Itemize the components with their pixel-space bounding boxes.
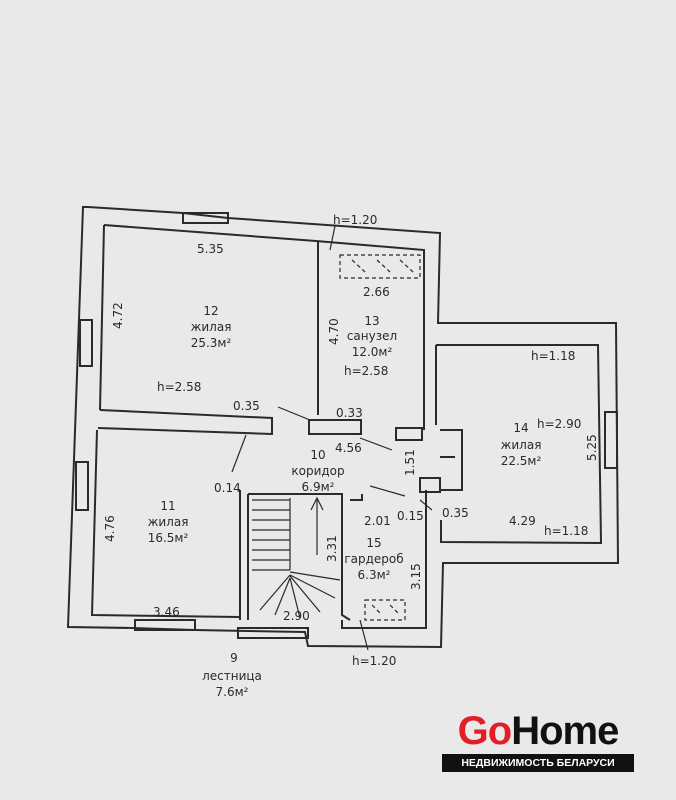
room-13-name: санузел [346,329,398,343]
window [604,411,618,469]
room-13-area: 12.0м² [351,345,393,359]
logo-home: Home [511,709,619,753]
ceiling-height-label: h=2.58 [344,364,389,378]
room-12-area: 25.3м² [190,336,232,350]
ceiling-height-label: h=1.20 [333,213,378,227]
window [134,619,196,631]
room-15-number: 15 [366,536,382,550]
dimension-label: 0.35 [442,506,469,520]
dimension-label: 0.33 [336,406,363,420]
dimension-label: 2.90 [283,609,310,623]
window [182,212,229,224]
sanitary-fixtures [339,254,421,279]
logo-wordmark: GoHome [442,710,634,752]
dimension-label: 4.76 [103,515,117,542]
room-10-number: 10 [310,448,326,462]
dimension-label: 4.56 [335,441,362,455]
room-11-number: 11 [160,499,176,513]
partition-12-11 [97,409,273,436]
dimension-label: 0.14 [214,481,241,495]
dimension-label: 5.35 [197,242,224,256]
wardrobe-fixtures [364,599,406,621]
stair-treads [252,498,341,619]
stair-walls [239,490,363,621]
dimension-label: 4.29 [509,514,536,528]
dimension-label: 4.72 [111,302,125,329]
room-13-number: 13 [364,314,380,328]
logo-go: Go [457,709,513,753]
room-9-area: 7.6м² [215,685,249,699]
ceiling-height-label: h=1.20 [352,654,397,668]
room-14-name: жилая [500,438,542,452]
leader-line [231,225,433,651]
wardrobe-walls [341,490,427,629]
room-11-area: 16.5м² [147,531,189,545]
window [75,461,89,511]
ceiling-height-label: h=2.90 [537,417,582,431]
logo-tagline: НЕДВИЖИМОСТЬ БЕЛАРУСИ [442,754,634,772]
room-14-walls [436,344,603,545]
room-10-name: коридор [291,464,345,478]
room-14-number: 14 [513,421,529,435]
room-11-name: жилая [147,515,189,529]
dimension-label: 3.15 [409,563,423,590]
partition-block [419,477,441,493]
outer-wall [66,206,620,649]
ceiling-height-label: h=2.58 [157,380,202,394]
room-12-name: жилая [190,320,232,334]
room-15-area: 6.3м² [357,568,391,582]
partition-block [308,419,362,435]
room-9-number: 9 [230,651,238,665]
room-12-number: 12 [203,304,219,318]
room-10-area: 6.9м² [301,480,335,494]
door [440,429,463,491]
stair-arrow [310,496,324,555]
dimension-label: 4.70 [327,318,341,345]
dimension-label: 5.25 [585,434,599,461]
dimension-label: 1.51 [403,449,417,476]
ceiling-height-label: h=1.18 [544,524,589,538]
window [237,627,309,639]
dimension-label: 2.01 [364,514,391,528]
partition-block [395,427,423,441]
dimension-label: 3.31 [325,535,339,562]
dimension-label: 0.35 [233,399,260,413]
ceiling-height-label: h=1.18 [531,349,576,363]
gohome-logo: GoHome НЕДВИЖИМОСТЬ БЕЛАРУСИ [442,710,634,772]
room-9-name: лестница [202,669,262,683]
room-14-area: 22.5м² [500,454,542,468]
dimension-label: 0.15 [397,509,424,523]
inner-wall [90,224,425,618]
window [79,319,93,367]
dimension-label: 2.66 [363,285,390,299]
dimension-label: 3.46 [153,605,180,619]
room-15-name: гардероб [344,552,404,566]
